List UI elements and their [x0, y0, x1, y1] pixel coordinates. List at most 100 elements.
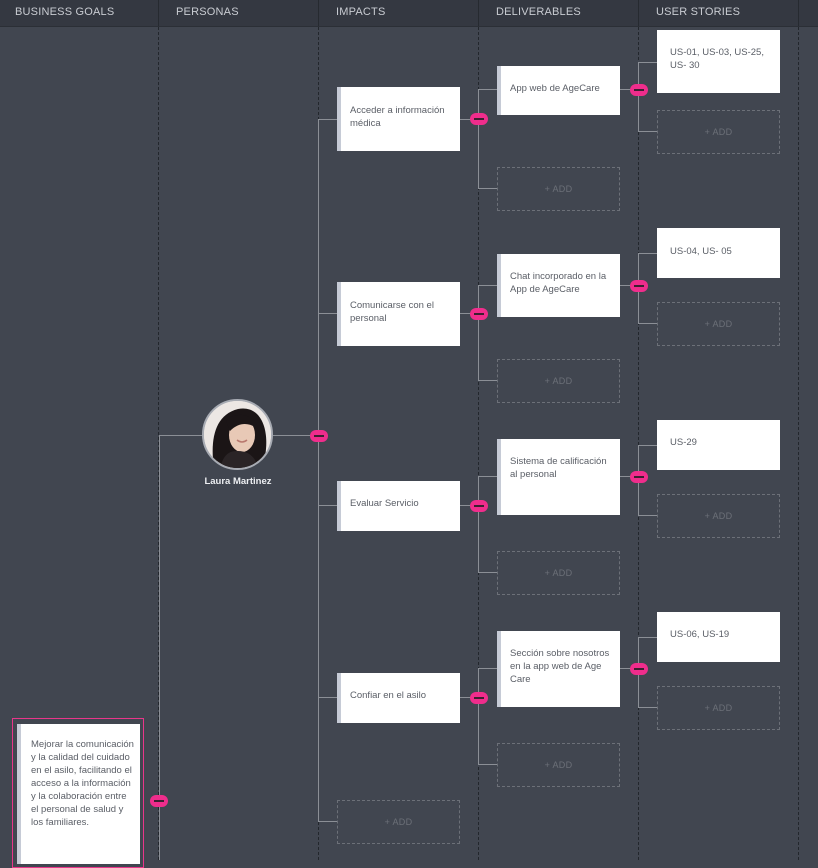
- deliverable-card[interactable]: Sección sobre nosotros en la app web de …: [497, 631, 620, 707]
- persona-avatar[interactable]: [202, 399, 273, 470]
- connector-line: [318, 505, 338, 506]
- add-deliverable-button[interactable]: + ADD: [497, 167, 620, 211]
- business-goal-card[interactable]: Mejorar la comunicación y la calidad del…: [17, 724, 140, 864]
- business-goal-text: Mejorar la comunicación y la calidad del…: [31, 739, 134, 828]
- user-story-text: US-04, US- 05: [670, 246, 732, 257]
- connector-line: [638, 323, 658, 324]
- connector-line: [478, 285, 498, 286]
- collapse-deliverable-toggle[interactable]: [630, 280, 648, 292]
- collapse-impact-toggle[interactable]: [470, 500, 488, 512]
- impact-label: Acceder a información médica: [350, 105, 445, 129]
- connector-line: [638, 131, 658, 132]
- collapse-deliverable-toggle[interactable]: [630, 663, 648, 675]
- connector-line: [638, 637, 658, 638]
- column-divider: [478, 0, 479, 26]
- add-deliverable-button[interactable]: + ADD: [497, 359, 620, 403]
- collapse-deliverable-toggle[interactable]: [630, 84, 648, 96]
- add-impact-button[interactable]: + ADD: [337, 800, 460, 844]
- column-separator: [158, 27, 159, 860]
- connector-line: [638, 707, 658, 708]
- impact-card[interactable]: Evaluar Servicio: [337, 481, 460, 531]
- connector-line: [478, 188, 498, 189]
- connector-line: [478, 476, 498, 477]
- impact-card[interactable]: Comunicarse con el personal: [337, 282, 460, 346]
- user-story-card[interactable]: US-29: [657, 420, 780, 470]
- column-divider: [158, 0, 159, 26]
- column-title-business-goals: BUSINESS GOALS: [15, 6, 115, 18]
- connector-line: [318, 119, 319, 821]
- add-user-story-button[interactable]: + ADD: [657, 494, 780, 538]
- column-separator: [798, 27, 799, 860]
- connector-line: [460, 697, 479, 698]
- connector-line: [620, 668, 639, 669]
- deliverable-card[interactable]: Chat incorporado en la App de AgeCare: [497, 254, 620, 317]
- connector-line: [478, 476, 479, 573]
- impact-label: Confiar en el asilo: [350, 690, 427, 701]
- connector-line: [159, 435, 160, 860]
- column-divider: [638, 0, 639, 26]
- impact-card[interactable]: Acceder a información médica: [337, 87, 460, 151]
- connector-line: [620, 285, 639, 286]
- column-divider: [798, 0, 799, 26]
- user-story-card[interactable]: US-06, US-19: [657, 612, 780, 662]
- connector-line: [478, 380, 498, 381]
- connector-line: [638, 445, 658, 446]
- column-title-impacts: IMPACTS: [336, 6, 386, 18]
- connector-line: [478, 668, 498, 669]
- connector-line: [318, 313, 338, 314]
- connector-line: [620, 476, 639, 477]
- connector-line: [460, 313, 479, 314]
- column-title-deliverables: DELIVERABLES: [496, 6, 581, 18]
- connector-line: [478, 285, 479, 381]
- map-header: BUSINESS GOALS PERSONAS IMPACTS DELIVERA…: [0, 0, 818, 27]
- connector-line: [638, 515, 658, 516]
- user-story-card[interactable]: US-01, US-03, US-25, US- 30: [657, 30, 780, 93]
- connector-line: [273, 435, 319, 436]
- deliverable-label: Sección sobre nosotros en la app web de …: [510, 648, 610, 685]
- column-title-personas: PERSONAS: [176, 6, 239, 18]
- impact-label: Comunicarse con el personal: [350, 300, 434, 324]
- add-deliverable-button[interactable]: + ADD: [497, 743, 620, 787]
- connector-line: [460, 119, 479, 120]
- collapse-impact-toggle[interactable]: [470, 692, 488, 704]
- deliverable-card[interactable]: App web de AgeCare: [497, 66, 620, 115]
- user-story-text: US-01, US-03, US-25, US- 30: [670, 47, 764, 71]
- user-story-card[interactable]: US-04, US- 05: [657, 228, 780, 278]
- user-story-text: US-29: [670, 437, 697, 448]
- impact-card[interactable]: Confiar en el asilo: [337, 673, 460, 723]
- connector-line: [478, 89, 479, 189]
- connector-line: [318, 697, 338, 698]
- connector-line: [478, 668, 479, 765]
- column-separator: [638, 27, 639, 860]
- connector-line: [478, 89, 498, 90]
- connector-line: [460, 505, 479, 506]
- collapse-impact-toggle[interactable]: [470, 113, 488, 125]
- connector-line: [318, 821, 338, 822]
- connector-line: [638, 253, 658, 254]
- deliverable-label: Chat incorporado en la App de AgeCare: [510, 271, 607, 295]
- deliverable-label: Sistema de calificación al personal: [510, 456, 607, 480]
- impact-label: Evaluar Servicio: [350, 498, 419, 509]
- column-title-user-stories: USER STORIES: [656, 6, 741, 18]
- add-user-story-button[interactable]: + ADD: [657, 686, 780, 730]
- connector-line: [638, 62, 658, 63]
- connector-line: [318, 119, 338, 120]
- collapse-goal-toggle[interactable]: [150, 795, 168, 807]
- connector-line: [620, 89, 639, 90]
- collapse-impact-toggle[interactable]: [470, 308, 488, 320]
- deliverable-card[interactable]: Sistema de calificación al personal: [497, 439, 620, 515]
- deliverable-label: App web de AgeCare: [510, 83, 600, 94]
- add-user-story-button[interactable]: + ADD: [657, 110, 780, 154]
- connector-line: [478, 572, 498, 573]
- column-divider: [318, 0, 319, 26]
- add-user-story-button[interactable]: + ADD: [657, 302, 780, 346]
- user-story-text: US-06, US-19: [670, 629, 730, 640]
- persona-photo-icon: [204, 401, 271, 468]
- persona-name: Laura Martinez: [204, 476, 272, 487]
- connector-line: [478, 764, 498, 765]
- collapse-deliverable-toggle[interactable]: [630, 471, 648, 483]
- column-separator: [478, 27, 479, 860]
- add-deliverable-button[interactable]: + ADD: [497, 551, 620, 595]
- collapse-persona-toggle[interactable]: [310, 430, 328, 442]
- connector-line: [638, 62, 639, 132]
